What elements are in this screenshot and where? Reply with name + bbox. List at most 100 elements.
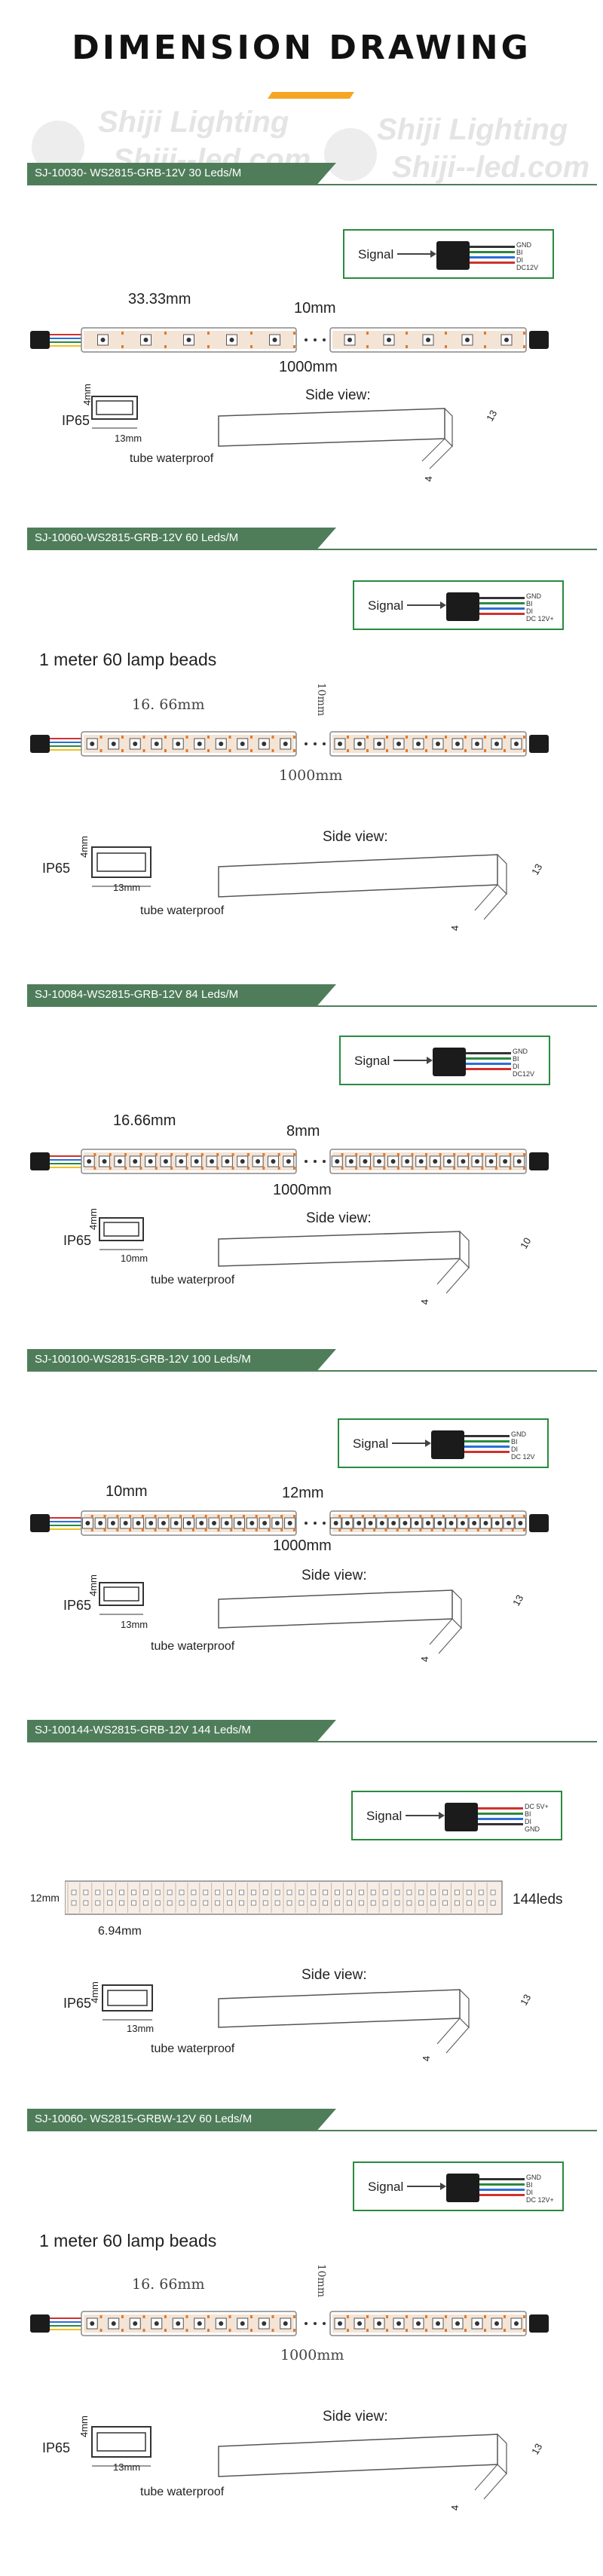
tube-caption: tube waterproof [151, 1274, 235, 1286]
led-dot [418, 1159, 424, 1164]
signal-connector-box: Signal DC 5V+ BI DI GND [351, 1791, 562, 1840]
led-dot [446, 1159, 451, 1164]
led-chip-icon [191, 1889, 197, 1895]
resistor-icon [361, 1528, 364, 1531]
led-chip-icon [347, 1900, 352, 1906]
resistor-icon [425, 2329, 427, 2332]
break-dot [314, 338, 317, 341]
resistor-icon [242, 1528, 245, 1531]
led-dot [102, 1159, 107, 1164]
led-dot [219, 2321, 224, 2326]
arrow-icon [393, 1057, 433, 1064]
led-chip-icon [286, 1900, 292, 1906]
led-dot [437, 1521, 442, 1525]
resistor-icon [500, 1515, 503, 1518]
tube-width-dimension: 13mm [113, 882, 141, 893]
tube-height-dimension: 4mm [78, 836, 90, 858]
wire-icon [479, 597, 525, 618]
resistor-icon [481, 1167, 484, 1170]
led-chip-icon [370, 1889, 376, 1895]
resistor-icon [204, 1528, 207, 1531]
resistor-icon [164, 345, 167, 348]
resistor-icon [230, 1528, 233, 1531]
resistor-icon [476, 1515, 479, 1518]
resistor-icon [185, 2315, 188, 2318]
resistor-icon [476, 1528, 479, 1531]
led-strip-144-drawing [65, 1880, 503, 1915]
resistor-icon [200, 1153, 204, 1156]
led-chip-icon [155, 1889, 161, 1895]
led-dot [396, 742, 401, 746]
break-dot [323, 1160, 326, 1163]
led-chip-icon [430, 1889, 436, 1895]
pin-label: BI [526, 600, 533, 607]
resistor-icon [293, 332, 295, 335]
connector-plug-icon [30, 331, 50, 349]
led-dot [85, 1521, 90, 1525]
resistor-icon [523, 2329, 525, 2332]
led-dot [472, 1521, 477, 1525]
resistor-icon [271, 736, 274, 739]
led-chip-icon [335, 1889, 340, 1895]
led-chip-icon [418, 1889, 424, 1895]
resistor-icon [141, 1528, 144, 1531]
resistor-icon [523, 1528, 525, 1531]
led-dot [224, 1521, 229, 1525]
led-dot [283, 742, 288, 746]
strip-width-dimension: 12mm [30, 1892, 60, 1904]
led-chip-icon [167, 1889, 173, 1895]
resistor-icon [250, 749, 253, 752]
pin-label: BI [516, 249, 523, 256]
resistor-icon [430, 1528, 433, 1531]
led-dot [98, 1521, 103, 1525]
resistor-icon [116, 1515, 119, 1518]
led-dot [503, 1159, 508, 1164]
led-dot [504, 338, 509, 342]
resistor-icon [230, 1515, 233, 1518]
resistor-icon [488, 1515, 491, 1518]
signal-label: Signal [354, 1054, 390, 1068]
led-chip-icon [215, 1900, 221, 1906]
resistor-icon [445, 2315, 447, 2318]
pin-label: DI [516, 256, 523, 264]
led-chip-icon [455, 1889, 460, 1895]
resistor-icon [350, 1515, 353, 1518]
led-chip-icon [323, 1889, 329, 1895]
led-chip-icon [107, 1889, 113, 1895]
resistor-icon [419, 1515, 422, 1518]
ip-rating: IP65 [62, 413, 90, 428]
led-dot [475, 1159, 479, 1164]
arrow-icon [406, 1812, 445, 1819]
connector-plug-icon [436, 241, 470, 270]
pin-label: DI [526, 607, 533, 615]
beads-count-text: 1 meter 60 lamp beads [39, 650, 217, 669]
resistor-icon [164, 736, 167, 739]
resistor-icon [207, 345, 210, 348]
resistor-icon [484, 332, 486, 335]
section-header: SJ-10084-WS2815-GRB-12V 84 Leds/M [27, 984, 597, 1007]
pin-list: GND BI DI DC 12V+ [526, 2174, 554, 2204]
resistor-icon [207, 2329, 210, 2332]
led-dot [396, 2321, 401, 2326]
led-dot [179, 1159, 184, 1164]
resistor-icon [406, 2329, 408, 2332]
resistor-icon [142, 736, 145, 739]
led-dot [237, 1521, 242, 1525]
tube-caption: tube waterproof [151, 2042, 235, 2055]
section-header: SJ-100144-WS2815-GRB-12V 144 Leds/M [27, 1720, 597, 1742]
led-chip-icon [335, 1900, 340, 1906]
led-chip-icon [358, 1889, 364, 1895]
resistor-icon [121, 736, 124, 739]
tube-width-dimension: 13mm [127, 2023, 155, 2034]
led-chip-icon [119, 1900, 124, 1906]
led-chip-icon [394, 1889, 400, 1895]
resistor-icon [271, 749, 274, 752]
section-header: SJ-100100-WS2815-GRB-12V 100 Leds/M [27, 1349, 597, 1372]
led-chip-icon [394, 1900, 400, 1906]
resistor-icon [504, 2329, 506, 2332]
led-dot [210, 1159, 215, 1164]
resistor-icon [155, 1167, 158, 1170]
resistor-icon [396, 1528, 399, 1531]
resistor-icon [217, 1515, 220, 1518]
led-dot [148, 1159, 153, 1164]
